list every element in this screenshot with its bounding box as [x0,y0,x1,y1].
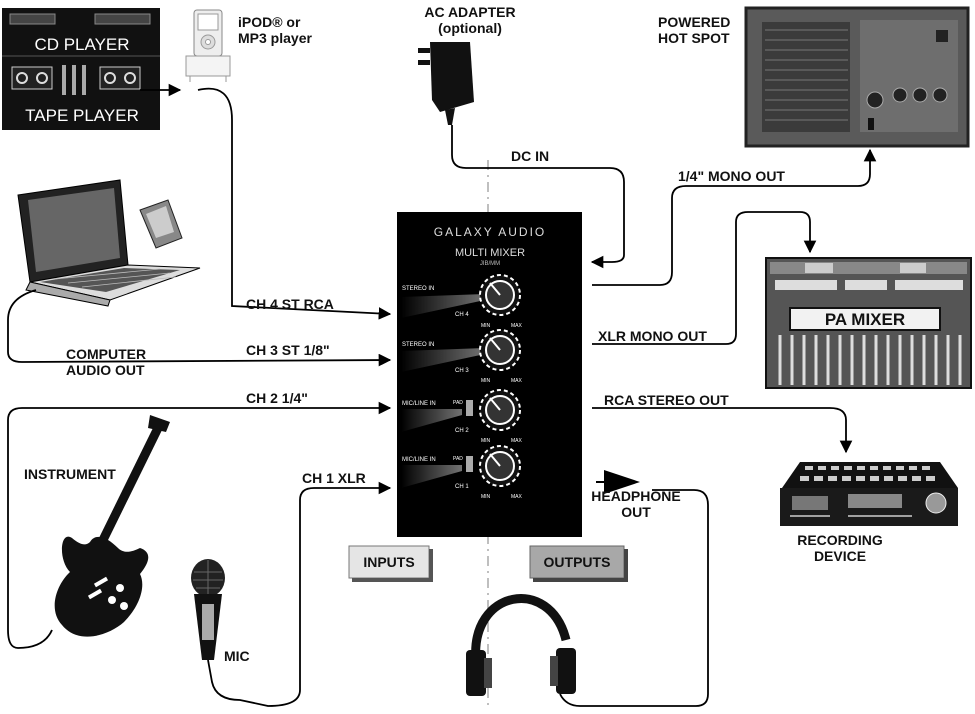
cable-mono-out [592,148,877,286]
xlr-out-label: XLR MONO OUT [598,328,707,344]
cable-dc [451,125,625,269]
inputs-legend-label: INPUTS [363,554,415,570]
computer-label-line2: AUDIO OUT [66,362,145,378]
outputs-legend-box [529,545,625,579]
cable-ch2 [7,401,392,649]
ac-adapter-label-line2: (optional) [438,20,502,36]
ac-adapter-label-line1: AC ADAPTER [424,4,516,20]
mixer-model: MULTI MIXER [455,247,525,259]
pa-mixer-label: PA MIXER [825,310,905,329]
mixer-channel-2: MIC/LINE IN PAD CH 2 MIN MAX [401,389,523,444]
multi-mixer: GALAXY AUDIO MULTI MIXER JIB/MM STEREO I… [397,212,582,537]
mixer-ch2-type: MIC/LINE IN [402,401,436,407]
computer-label-line1: COMPUTER [66,346,147,362]
cd-tape-player: CD PLAYER TAPE PLAYER [2,8,160,130]
rca-out-label: RCA STEREO OUT [604,392,729,408]
hotspot-label-line1: POWERED [658,14,731,30]
headphone-out-arrow [604,470,640,494]
cable-rca-out [592,407,853,454]
recording-device [780,462,958,526]
mono-out-label: 1/4" MONO OUT [678,168,785,184]
cables [7,83,877,707]
mixer-ch2-name: CH 2 [455,428,469,434]
mixer-ch3-type: STEREO IN [402,342,434,348]
mixer-ch1-pad: PAD [453,456,463,462]
mixer-ch3-min: MIN [481,378,491,384]
mixer-ch3-name: CH 3 [455,368,469,374]
mixer-channel-4: STEREO IN CH 4 MIN MAX [401,274,523,329]
cable-xlr-out [592,211,817,345]
pa-mixer-device: PA MIXER [765,257,972,389]
mixer-ch1-max: MAX [511,494,523,500]
mixer-ch2-pad: PAD [453,400,463,406]
mixer-channel-3: STEREO IN CH 3 MIN MAX [401,329,523,384]
ch1-input-label: CH 1 XLR [302,470,366,486]
ch2-input-label: CH 2 1/4" [246,390,308,406]
mixer-ch4-max: MAX [511,323,523,329]
mixer-ch4-min: MIN [481,323,491,329]
cable-headphone [559,489,709,707]
dc-in-label: DC IN [511,148,550,164]
mixer-model-code: JIB/MM [480,261,500,267]
headphones [466,594,576,696]
cable-ch1 [207,481,392,707]
mixer-ch4-type: STEREO IN [402,286,434,292]
tape-player-label: TAPE PLAYER [25,106,139,125]
recording-label-line2: DEVICE [813,548,867,564]
mixer-brand: GALAXY AUDIO [434,225,546,239]
microphone [191,559,225,660]
ipod-label-line2: MP3 player [238,30,312,46]
ac-adapter [418,42,474,125]
ipod-device [185,9,231,82]
mixer-ch1-min: MIN [481,494,491,500]
mixer-channel-1: MIC/LINE IN PAD CH 1 MIN MAX [401,445,523,500]
mixer-ch2-min: MIN [481,438,491,444]
mixer-ch4-name: CH 4 [455,312,469,318]
recording-label-line1: RECORDING [797,532,883,548]
hotspot-label-line2: HOT SPOT [658,30,730,46]
ch4-input-label: CH 4 ST RCA [246,296,334,312]
instrument-label: INSTRUMENT [24,466,116,482]
laptop-computer [17,179,201,307]
cd-player-label: CD PLAYER [34,35,129,54]
ipod-label-line1: iPOD® or [238,14,301,30]
ch1-pad-switch[interactable] [466,456,473,472]
outputs-legend-label: OUTPUTS [543,554,611,570]
cable-ch3 [7,289,392,367]
headphone-out-label-line2: OUT [621,504,651,520]
ch2-pad-switch[interactable] [466,400,473,416]
guitar-instrument [54,415,170,637]
headphone-out-label-line1: HEADPHONE [591,488,681,504]
powered-hot-spot [744,6,970,148]
ch3-input-label: CH 3 ST 1/8" [246,342,330,358]
mixer-ch2-max: MAX [511,438,523,444]
mixer-ch3-max: MAX [511,378,523,384]
mic-label: MIC [224,648,250,664]
mixer-ch1-name: CH 1 [455,484,469,490]
cable-ch4 [197,87,392,320]
mixer-ch1-type: MIC/LINE IN [402,457,436,463]
